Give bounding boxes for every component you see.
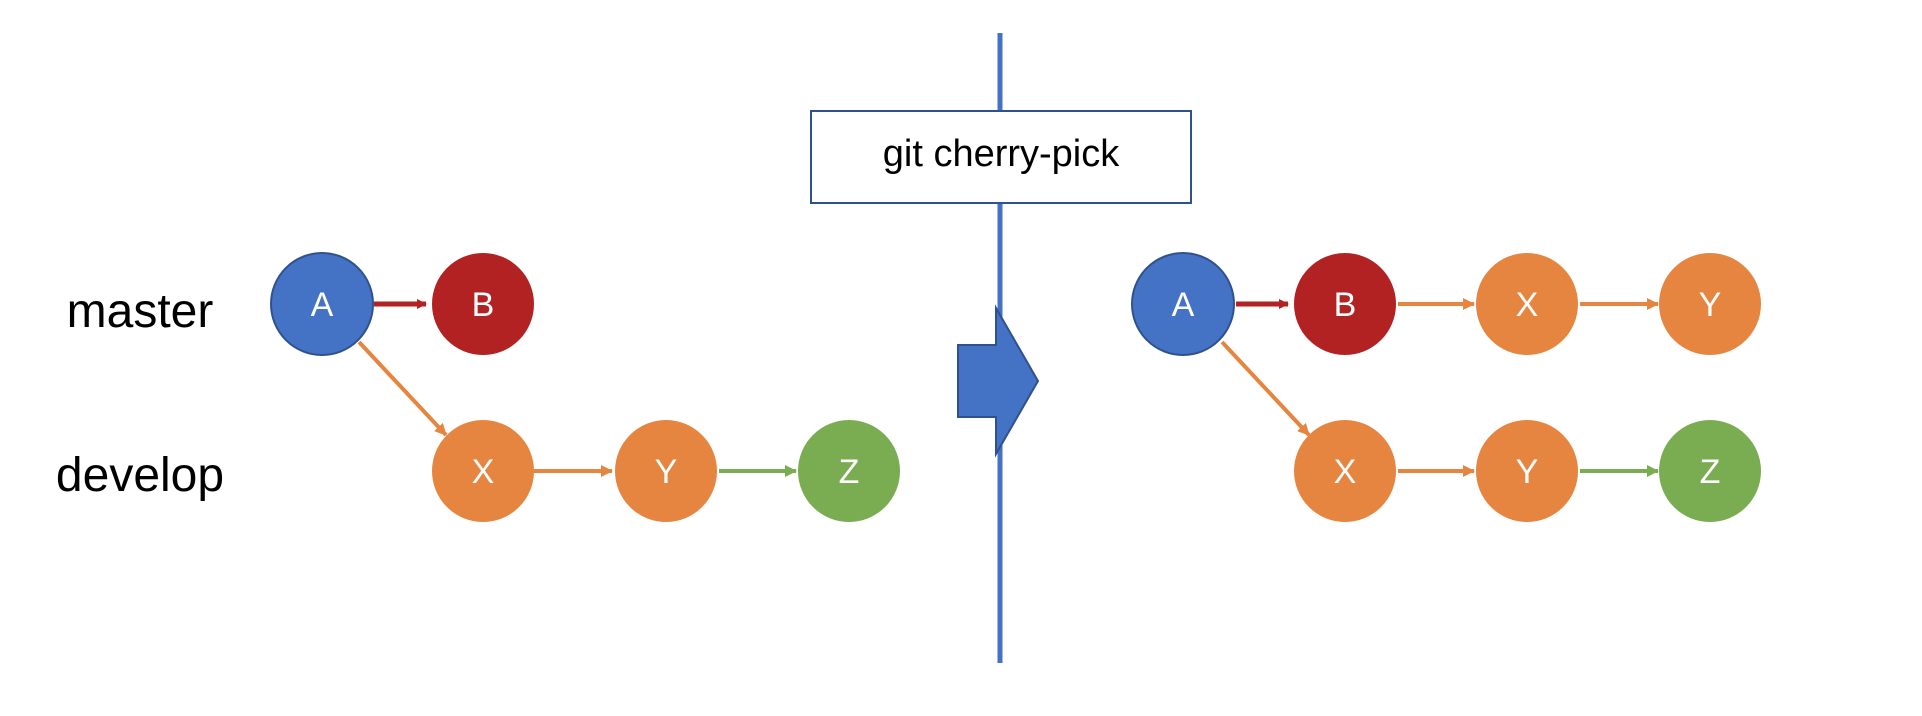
- commit-node-b: B: [432, 253, 534, 355]
- commit-node-x-picked: X: [1476, 253, 1578, 355]
- commit-label: X: [1516, 286, 1539, 324]
- edge-a-x: [357, 340, 448, 437]
- commit-node-z: Z: [798, 420, 900, 522]
- commit-node-y-picked: Y: [1659, 253, 1761, 355]
- commit-node-z: Z: [1659, 420, 1761, 522]
- before-graph: A B X Y Z: [270, 252, 900, 522]
- commit-node-y: Y: [615, 420, 717, 522]
- commit-label: X: [472, 453, 495, 491]
- commit-node-a: A: [1131, 252, 1235, 356]
- commit-node-y: Y: [1476, 420, 1578, 522]
- commit-label: A: [1172, 286, 1195, 324]
- commit-label: Z: [839, 453, 860, 491]
- commit-label: Z: [1700, 453, 1721, 491]
- command-label: git cherry-pick: [883, 133, 1120, 175]
- edge-a-x: [1220, 340, 1311, 437]
- commit-node-a: A: [270, 252, 374, 356]
- commit-node-b: B: [1294, 253, 1396, 355]
- commit-label: B: [1334, 286, 1357, 324]
- commit-label: A: [311, 286, 334, 324]
- after-graph: A B X Y X Y Z: [1131, 252, 1761, 522]
- command-box: git cherry-pick: [810, 110, 1192, 204]
- commit-label: Y: [655, 453, 678, 491]
- commit-label: Y: [1516, 453, 1539, 491]
- transition-arrow: [957, 304, 1040, 458]
- commit-label: B: [472, 286, 495, 324]
- commit-label: X: [1334, 453, 1357, 491]
- commit-label: Y: [1699, 286, 1722, 324]
- commit-node-x: X: [432, 420, 534, 522]
- master-label: master: [67, 285, 214, 338]
- develop-label: develop: [56, 449, 224, 502]
- commit-node-x: X: [1294, 420, 1396, 522]
